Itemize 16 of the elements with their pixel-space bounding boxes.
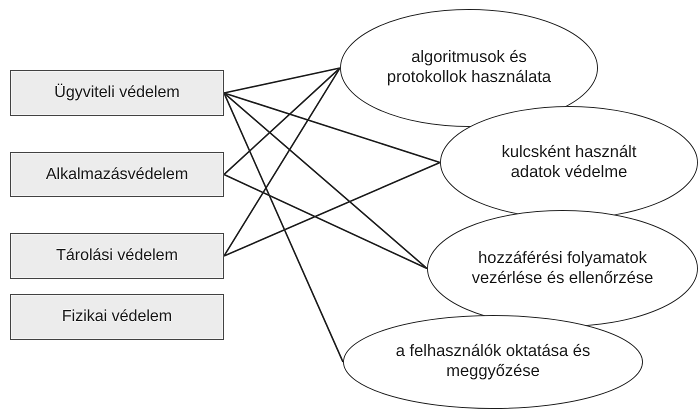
connector-line: [223, 68, 341, 256]
label-box: Ügyviteli védelem: [10, 70, 224, 116]
connector-line: [224, 162, 440, 257]
connector-line: [224, 92, 440, 164]
oval-text: a felhasználók oktatása és meggyőzése: [394, 342, 592, 382]
label-box: Fizikai védelem: [10, 294, 224, 340]
connector-line: [224, 67, 340, 94]
connector-line: [223, 92, 428, 270]
oval-text: kulcsként használt adatok védelme: [500, 142, 638, 182]
oval-text: algoritmusok és protokollok használata: [386, 48, 552, 88]
oval-text: hozzáférési folyamatok vezérlése és ellenőrzése: [470, 248, 654, 288]
connector-line: [224, 174, 428, 270]
label-box: Alkalmazásvédelem: [10, 152, 224, 197]
connector-line: [223, 67, 341, 176]
connector-line: [223, 92, 344, 362]
label-box: Tárolási védelem: [10, 233, 224, 279]
